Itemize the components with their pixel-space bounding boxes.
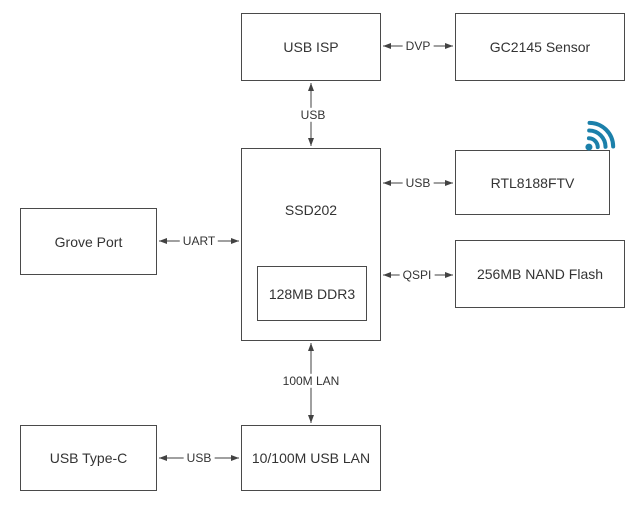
block-usb-lan: 10/100M USB LAN bbox=[241, 425, 381, 491]
wifi-icon bbox=[576, 116, 620, 160]
block-ddr3-label: 128MB DDR3 bbox=[268, 285, 356, 302]
block-gc2145-sensor-label: GC2145 Sensor bbox=[489, 39, 591, 55]
block-usb-lan-label: 10/100M USB LAN bbox=[251, 450, 371, 466]
block-usb-type-c-label: USB Type-C bbox=[49, 450, 128, 466]
block-usb-type-c: USB Type-C bbox=[20, 425, 157, 491]
block-gc2145-sensor: GC2145 Sensor bbox=[455, 13, 625, 81]
connector-label-lan: 100M LAN bbox=[279, 373, 343, 389]
block-ssd202: SSD202 128MB DDR3 bbox=[241, 148, 381, 341]
block-grove-port: Grove Port bbox=[20, 208, 157, 275]
block-rtl8188ftv-label: RTL8188FTV bbox=[490, 174, 575, 191]
block-nand-flash-label: 256MB NAND Flash bbox=[476, 266, 604, 282]
block-nand-flash: 256MB NAND Flash bbox=[455, 240, 625, 308]
connector-label-qspi: QSPI bbox=[399, 267, 435, 283]
connector-label-usb-wifi: USB bbox=[402, 175, 434, 191]
connector-label-usb-isp: USB bbox=[297, 107, 329, 123]
block-rtl8188ftv: RTL8188FTV bbox=[455, 150, 610, 215]
block-usb-isp: USB ISP bbox=[241, 13, 381, 81]
block-grove-port-label: Grove Port bbox=[54, 233, 123, 250]
connector-label-uart: UART bbox=[179, 233, 219, 249]
block-usb-isp-label: USB ISP bbox=[283, 39, 339, 55]
connector-label-usb-typec: USB bbox=[183, 450, 215, 466]
connector-label-dvp: DVP bbox=[402, 38, 434, 54]
block-ddr3: 128MB DDR3 bbox=[257, 266, 367, 321]
block-ssd202-label: SSD202 bbox=[284, 202, 338, 218]
